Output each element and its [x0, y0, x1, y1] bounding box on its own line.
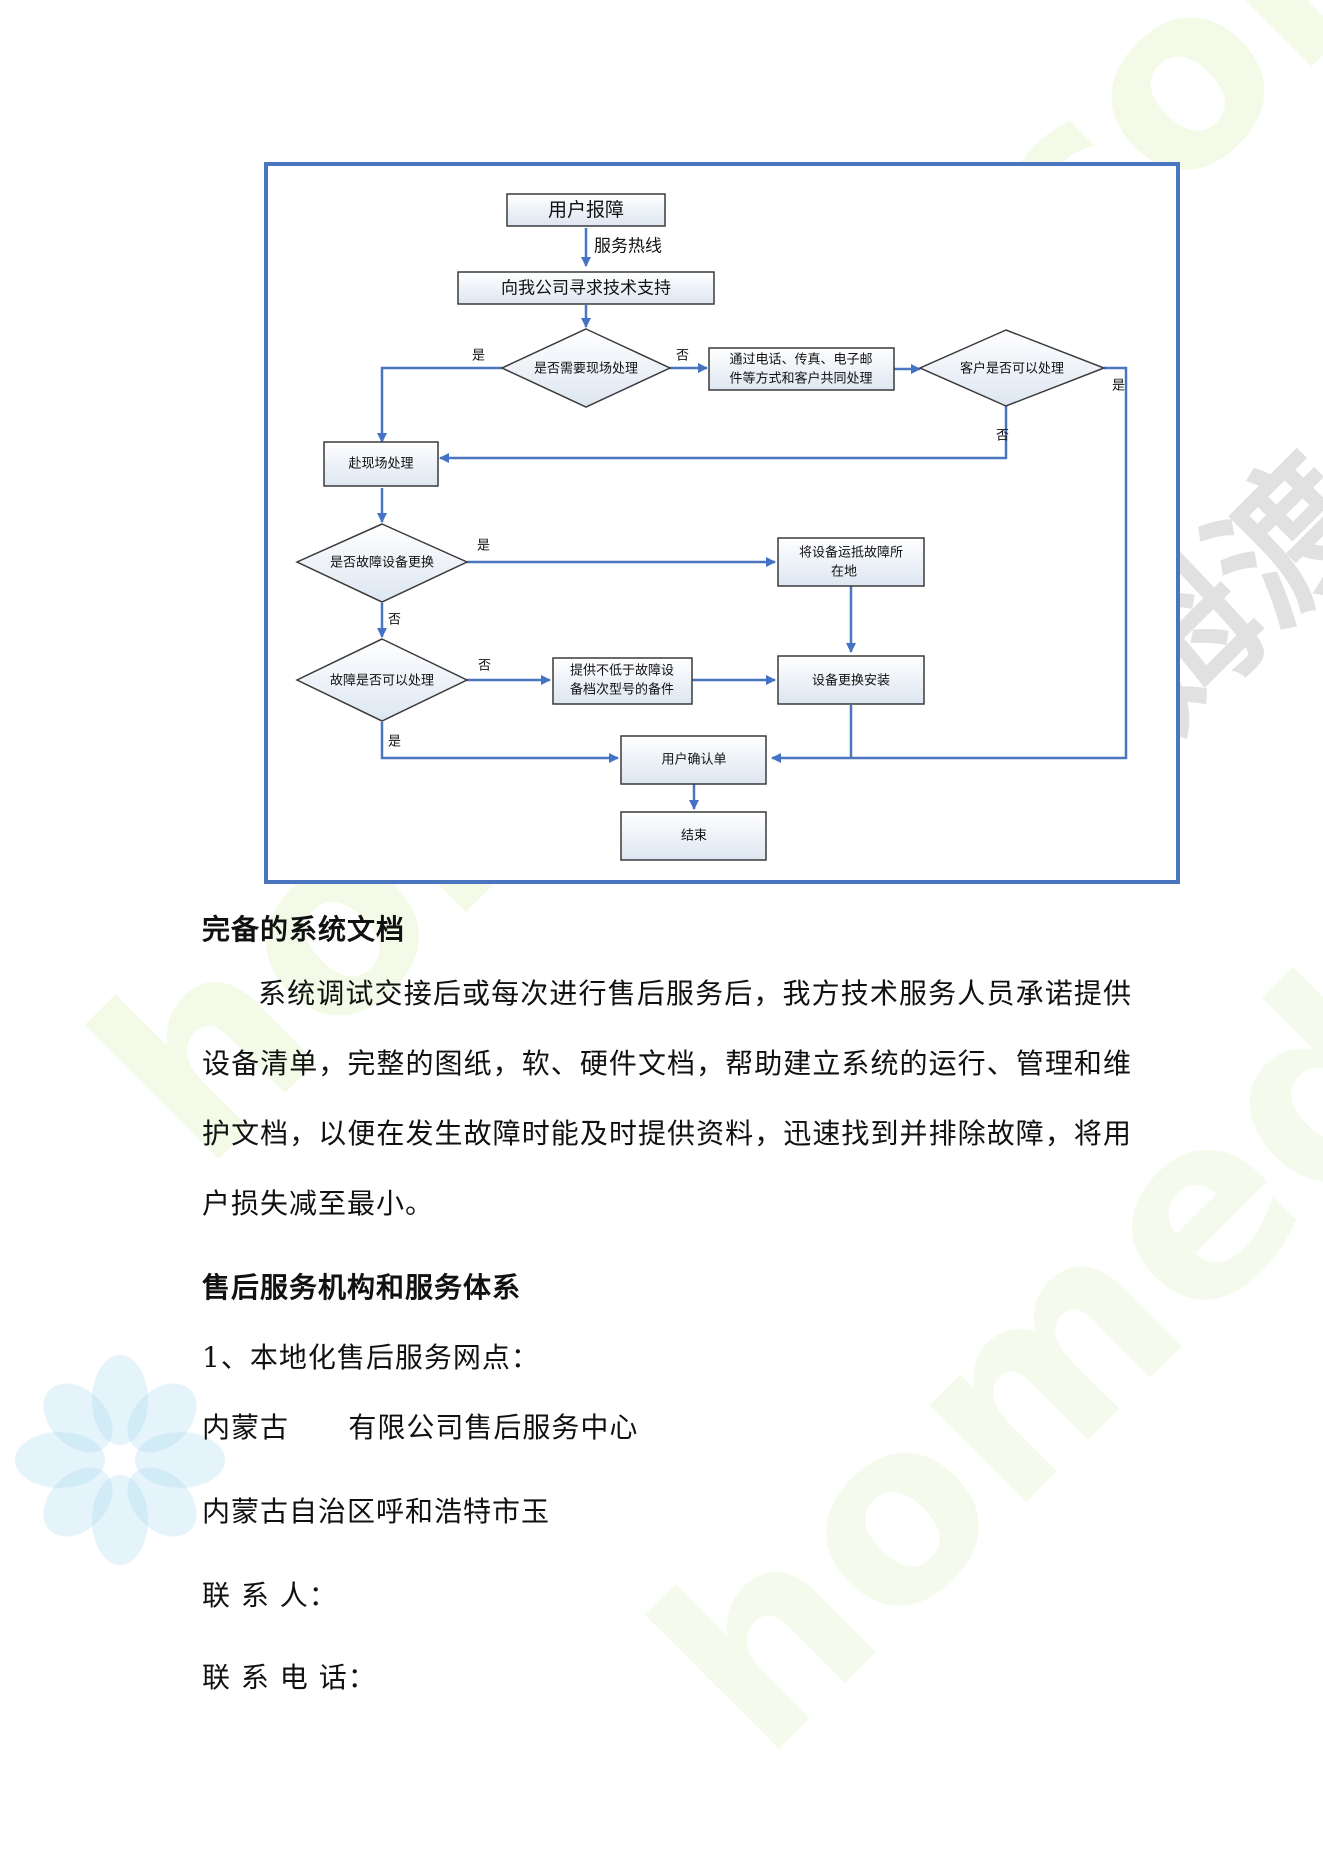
section-heading-documentation: 完备的系统文档	[202, 913, 406, 946]
edge-label-fault-no: 否	[478, 659, 491, 674]
node-provide-spare-label-1: 提供不低于故障设	[570, 663, 674, 679]
node-remote-handling-label-1: 通过电话、传真、电子邮	[729, 353, 872, 368]
edge-label-hotline: 服务热线	[594, 237, 662, 257]
contact-person-line: 联 系 人：	[202, 1579, 338, 1612]
node-confirm-label: 用户确认单	[661, 752, 726, 768]
company-line: 内蒙古 有限公司售后服务中心	[202, 1411, 639, 1444]
node-fault-handleable-label: 故障是否可以处理	[330, 674, 434, 689]
documentation-paragraph: 系统调试交接后或每次进行售后服务后，我方技术服务人员承诺提供设备清单，完整的图纸…	[202, 977, 1132, 1220]
edge-label-replace-no: 否	[388, 613, 401, 628]
node-seek-support-label: 向我公司寻求技术支持	[501, 279, 671, 299]
address-line: 内蒙古自治区呼和浩特市玉	[202, 1495, 551, 1528]
node-ship-device-box	[777, 537, 925, 587]
node-replace-device-diamond	[295, 523, 469, 603]
node-ship-device-label-2: 在地	[831, 565, 857, 580]
node-provide-spare-box	[552, 657, 693, 705]
edge-label-fault-yes: 是	[388, 735, 401, 750]
service-flowchart: 用户报障 向我公司寻求技术支持 是否需要现场处理 通过电话、传真、电子邮 件等方…	[264, 162, 1180, 884]
node-onsite-label: 赴现场处理	[348, 457, 413, 472]
node-device-install-box	[777, 655, 925, 705]
node-ship-device-label-1: 将设备运抵故障所	[799, 545, 903, 561]
node-onsite-box	[323, 441, 439, 487]
node-need-onsite-diamond	[500, 328, 672, 408]
node-report-box	[506, 193, 666, 227]
node-customer-handle-label: 客户是否可以处理	[960, 361, 1064, 377]
node-provide-spare-label-2: 备档次型号的备件	[570, 682, 674, 698]
node-report-label: 用户报障	[548, 199, 624, 221]
node-replace-device-label: 是否故障设备更换	[330, 555, 434, 571]
edge-label-need-onsite-yes: 是	[472, 349, 485, 364]
node-end-box	[620, 811, 767, 861]
edge-label-replace-yes: 是	[477, 539, 490, 554]
node-customer-handle-diamond	[918, 329, 1107, 407]
node-device-install-label: 设备更换安装	[812, 673, 890, 689]
node-remote-handling-label-2: 件等方式和客户共同处理	[729, 371, 872, 387]
edge-label-customer-no: 否	[996, 429, 1009, 444]
section-heading-service-organization: 售后服务机构和服务体系	[202, 1271, 522, 1304]
node-end-label: 结束	[681, 829, 707, 844]
edge-label-need-onsite-no: 否	[676, 349, 689, 364]
node-remote-handling-box	[708, 347, 895, 391]
node-fault-handleable-diamond	[295, 638, 469, 722]
contact-phone-line: 联 系 电 话：	[202, 1661, 377, 1694]
watermark-flower-icon	[15, 1355, 225, 1565]
list-item-local-service-points: 1、本地化售后服务网点：	[202, 1341, 540, 1374]
node-need-onsite-label: 是否需要现场处理	[534, 362, 638, 377]
node-confirm-box	[620, 735, 767, 785]
node-seek-support-box	[457, 271, 715, 305]
edge-label-customer-yes: 是	[1112, 379, 1125, 394]
